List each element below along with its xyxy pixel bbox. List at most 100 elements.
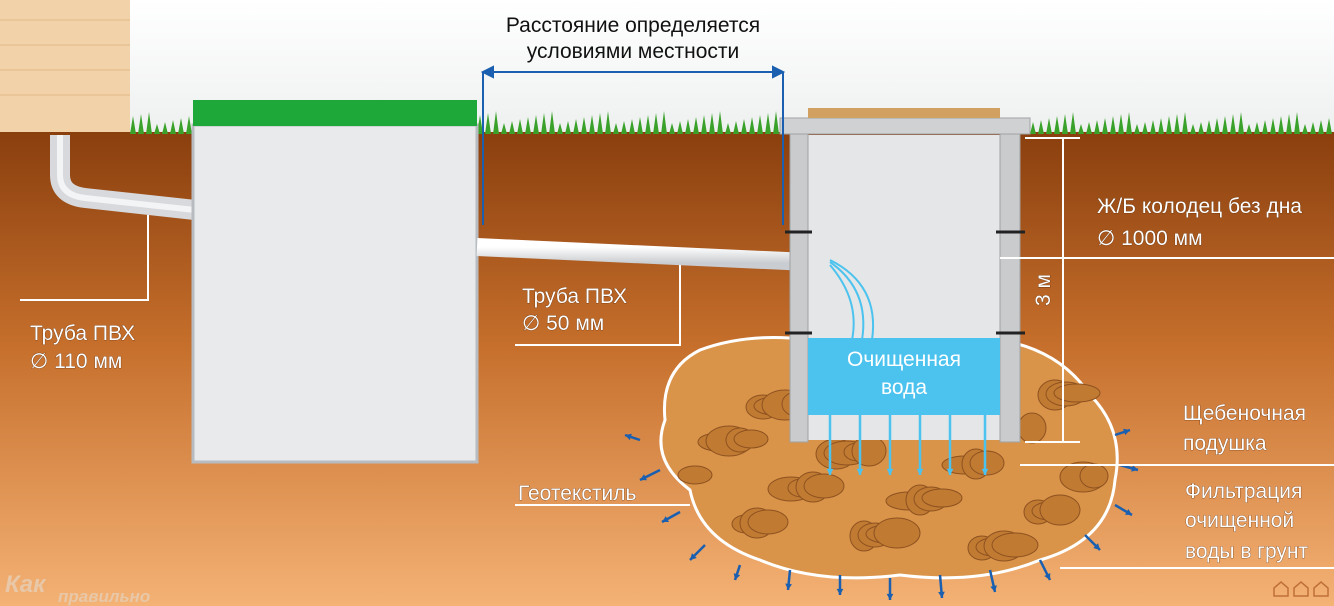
filtration-arrows	[624, 415, 1139, 600]
grass-blade	[1078, 124, 1084, 134]
arrow-head-icon	[886, 468, 894, 475]
grass-blade	[130, 116, 136, 134]
grass-blade	[1118, 114, 1124, 134]
arrow-head-icon	[690, 553, 697, 560]
water-label-2: вода	[881, 376, 927, 399]
grass-blade	[1086, 122, 1092, 134]
grass-blade	[1246, 124, 1252, 134]
grass-blade	[1278, 116, 1284, 134]
grass-blade	[645, 115, 651, 134]
arrow-head-icon	[990, 585, 997, 592]
grass-blade	[1326, 118, 1332, 134]
grass-blade	[1102, 118, 1108, 134]
grass-blade	[661, 111, 667, 134]
grass-blade	[1214, 118, 1220, 134]
grass-blade	[717, 111, 723, 134]
grass-blade	[629, 119, 635, 134]
filtration-label-1: Фильтрация	[1185, 480, 1302, 503]
stone	[747, 509, 789, 535]
well-lid	[808, 108, 1000, 118]
arrow-head-icon	[826, 468, 834, 475]
pipe-110-highlight	[57, 135, 196, 213]
grass-blade	[501, 123, 507, 134]
grass-blade	[1030, 122, 1036, 134]
stone	[733, 429, 769, 449]
stone	[873, 517, 921, 549]
grass-blade	[741, 119, 747, 134]
arrow-head-icon	[836, 588, 844, 595]
pipe-110-label-2: ∅ 110 мм	[30, 350, 122, 373]
grass-blade	[525, 117, 531, 134]
gravel-label-2: подушка	[1183, 432, 1267, 455]
well-label-2: ∅ 1000 мм	[1097, 227, 1203, 250]
arrow-head-icon	[625, 433, 632, 441]
grass-blade	[1046, 118, 1052, 134]
grass-blade	[573, 119, 579, 134]
grass-blade	[509, 121, 515, 134]
grass-blade	[1238, 112, 1244, 134]
grass-blade	[138, 114, 144, 134]
stone	[851, 435, 887, 467]
stone	[1079, 463, 1109, 489]
arrow-head-icon	[662, 516, 669, 522]
grass-blade	[1142, 122, 1148, 134]
clean-water	[808, 338, 1000, 415]
grass-blade	[541, 113, 547, 134]
grass-blade	[685, 119, 691, 134]
grass-blade	[597, 113, 603, 134]
septic-tank	[191, 123, 479, 464]
grass-blade	[677, 121, 683, 134]
grass-blade	[589, 115, 595, 134]
grass-blade	[1262, 120, 1268, 134]
arrow-head-icon	[1093, 543, 1100, 550]
arrow-head-icon	[733, 573, 741, 580]
grass-blade	[170, 120, 176, 134]
stone	[1039, 494, 1081, 526]
water-label-1: Очищенная	[847, 348, 961, 371]
filtration-label-3: воды в грунт	[1185, 540, 1309, 563]
well-joints	[785, 230, 1025, 335]
arrow-head-icon	[640, 474, 647, 481]
arrow-head-icon	[785, 583, 792, 590]
arrow-head-icon	[916, 468, 924, 475]
grass-blade	[1062, 114, 1068, 134]
arrow-head-icon	[946, 468, 954, 475]
stone	[1053, 383, 1101, 403]
grass-blade	[1158, 118, 1164, 134]
grass-blade	[1070, 112, 1076, 134]
grass-blade	[493, 111, 499, 134]
distance-dimension	[480, 65, 786, 225]
grass-blade	[765, 113, 771, 134]
grass-blade	[162, 122, 168, 134]
grass-blade	[533, 115, 539, 134]
arrow-head-icon	[981, 468, 989, 475]
arrow-head-icon	[1123, 428, 1130, 436]
distance-label-1: Расстояние определяется	[506, 14, 760, 37]
depth-dimension	[1025, 137, 1080, 443]
filtration-label-2: очищенной	[1185, 509, 1294, 532]
house-siding	[0, 19, 130, 96]
house-logo-icons	[1273, 581, 1329, 597]
well-wall-right	[999, 129, 1021, 443]
grass-blade	[1310, 122, 1316, 134]
stone	[1017, 412, 1047, 444]
stone	[803, 473, 845, 499]
arrow-head-icon	[886, 593, 894, 600]
grass-blade	[1198, 122, 1204, 134]
grass-blade	[549, 111, 555, 134]
grass-blade	[709, 113, 715, 134]
grass-blade	[1270, 118, 1276, 134]
grass-blade	[701, 115, 707, 134]
grass-blade	[1110, 116, 1116, 134]
grass-blade	[1206, 120, 1212, 134]
arrow-head-icon	[856, 468, 864, 475]
grass-blade	[146, 112, 152, 134]
grass-blade	[621, 121, 627, 134]
grass-blade	[1126, 112, 1132, 134]
grass-blade	[1318, 120, 1324, 134]
grass-blade	[1038, 120, 1044, 134]
grass-blade	[1230, 114, 1236, 134]
pipe-50-label-2: ∅ 50 мм	[522, 312, 604, 335]
grass-blade	[669, 123, 675, 134]
